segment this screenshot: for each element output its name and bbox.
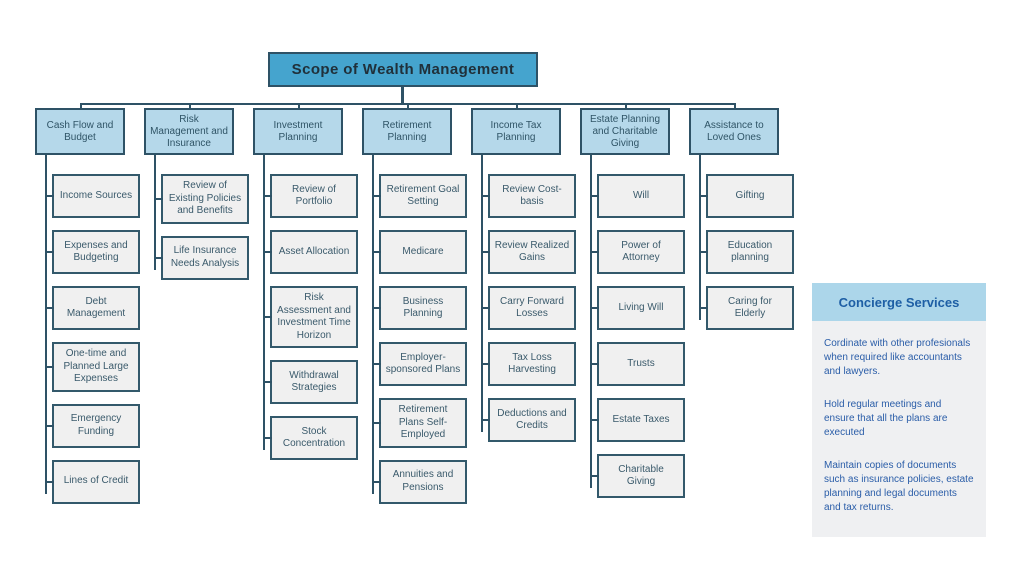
leaf-node: Retirement Goal Setting (372, 174, 467, 218)
leaf-node: Employer-sponsored Plans (372, 342, 467, 386)
connector-spine (372, 155, 374, 494)
leaf-node: Stock Concentration (263, 416, 358, 460)
leaf-node: Emergency Funding (45, 403, 140, 448)
leaf-node: Caring for Elderly (699, 286, 794, 330)
leaf-node: Expenses and Budgeting (45, 230, 140, 274)
leaf-node: Review Cost-basis (481, 174, 576, 218)
leaf-node: Estate Taxes (590, 398, 685, 442)
leaf-node: Risk Assessment and Investment Time Hori… (263, 286, 358, 348)
concierge-title: Concierge Services (812, 283, 986, 321)
branch-node: Assistance to Loved Ones (689, 103, 779, 155)
leaf-node: Asset Allocation (263, 230, 358, 274)
leaf-node: Power of Attorney (590, 230, 685, 274)
concierge-paragraph: Maintain copies of documents such as ins… (824, 460, 974, 513)
root-node: Scope of Wealth Management (268, 52, 538, 87)
leaf-node: Lines of Credit (45, 459, 140, 504)
connector-spine (154, 155, 156, 270)
leaf-node: Withdrawal Strategies (263, 360, 358, 404)
branch-node: Investment Planning (253, 103, 343, 155)
connector-spine (590, 155, 592, 488)
leaf-node: Carry Forward Losses (481, 286, 576, 330)
leaf-node: Life Insurance Needs Analysis (154, 235, 249, 280)
connector-spine (699, 155, 701, 320)
branch-node: Estate Planning and Charitable Giving (580, 103, 670, 155)
leaf-node: One-time and Planned Large Expenses (45, 342, 140, 392)
branch-node: Retirement Planning (362, 103, 452, 155)
leaf-node: Deductions and Credits (481, 398, 576, 442)
leaf-node: Medicare (372, 230, 467, 274)
connector-spine (481, 155, 483, 432)
leaf-node: Review Realized Gains (481, 230, 576, 274)
branch-node: Risk Management and Insurance (144, 103, 234, 155)
connector-spine (263, 155, 265, 450)
leaf-node: Tax Loss Harvesting (481, 342, 576, 386)
leaf-node: Education planning (699, 230, 794, 274)
leaf-list: Review of Existing Policies and Benefits… (154, 155, 249, 280)
leaf-node: Debt Management (45, 286, 140, 330)
concierge-paragraph: Hold regular meetings and ensure that al… (824, 399, 948, 438)
leaf-node: Retirement Plans Self-Employed (372, 398, 467, 448)
leaf-node: Charitable Giving (590, 454, 685, 498)
connector-spine (45, 155, 47, 494)
concierge-body: Cordinate with other profesionals when r… (812, 321, 986, 550)
leaf-node: Review of Existing Policies and Benefits (154, 174, 249, 224)
leaf-node: Trusts (590, 342, 685, 386)
leaf-node: Income Sources (45, 174, 140, 218)
concierge-panel: Concierge Services Cordinate with other … (812, 283, 986, 537)
leaf-node: Living Will (590, 286, 685, 330)
leaf-node: Business Planning (372, 286, 467, 330)
branch-node: Income Tax Planning (471, 103, 561, 155)
branch-node: Cash Flow and Budget (35, 103, 125, 155)
connector-title-stub (401, 87, 404, 103)
leaf-node: Will (590, 174, 685, 218)
leaf-node: Annuities and Pensions (372, 459, 467, 504)
leaf-node: Review of Portfolio (263, 174, 358, 218)
leaf-node: Gifting (699, 174, 794, 218)
concierge-paragraph: Cordinate with other profesionals when r… (824, 338, 971, 377)
